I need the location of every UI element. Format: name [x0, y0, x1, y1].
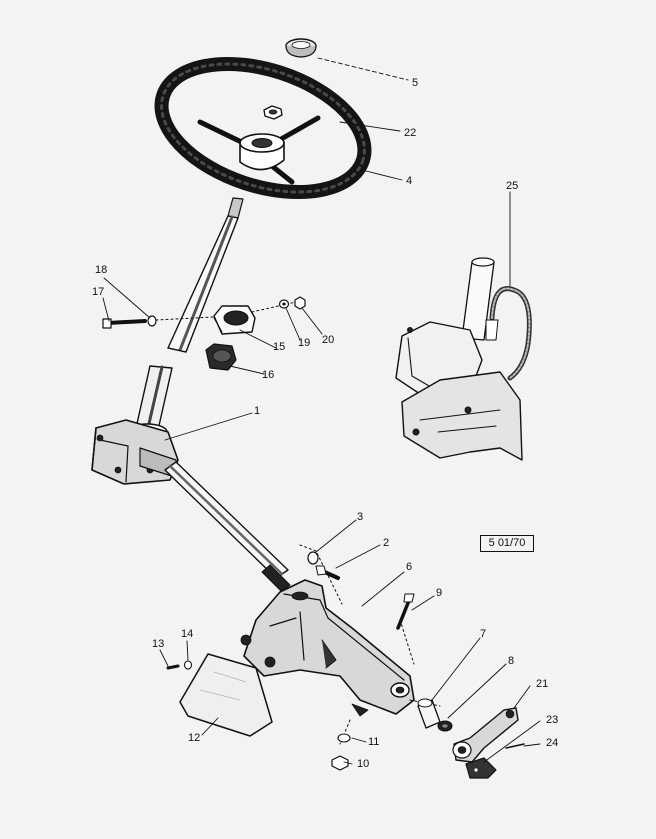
- callout-17: 17: [92, 286, 105, 298]
- drop-arm: [452, 707, 519, 763]
- steering-wheel: [154, 57, 372, 199]
- steering-wheel-cap: [285, 38, 317, 58]
- callout-19: 19: [298, 337, 311, 349]
- callout-13: 13: [152, 638, 165, 650]
- drop-arm-ball-joint: [465, 757, 497, 779]
- callout-6: 6: [406, 561, 413, 573]
- steering-box-support-bracket: [240, 579, 415, 717]
- callout-21: 21: [536, 678, 549, 690]
- callout-4: 4: [406, 175, 413, 187]
- callout-2: 2: [383, 537, 390, 549]
- callout-16: 16: [262, 369, 275, 381]
- callout-25: 25: [506, 180, 519, 192]
- steering-wheel-nut: [263, 105, 283, 120]
- callout-11: 11: [368, 736, 380, 748]
- column-bush: [205, 343, 237, 371]
- hydraulic-pipe-installation: [395, 257, 532, 461]
- callout-20: 20: [322, 334, 335, 346]
- callout-1: 1: [254, 405, 261, 417]
- leader-lines: [102, 57, 541, 765]
- cover-plate: [179, 653, 273, 737]
- steering-box: [91, 365, 291, 593]
- column-bearing-bracket: [213, 305, 256, 335]
- callout-8: 8: [508, 655, 515, 667]
- callout-5: 5: [412, 77, 419, 89]
- callout-14: 14: [181, 628, 194, 640]
- reference-code-box: 5 01/70: [480, 535, 534, 552]
- callout-22: 22: [404, 127, 417, 139]
- callout-10: 10: [357, 758, 370, 770]
- clamp-bolt: [102, 315, 157, 329]
- steering-column-shaft: [167, 197, 244, 353]
- callout-3: 3: [357, 511, 364, 523]
- callout-23: 23: [546, 714, 559, 726]
- callout-15: 15: [273, 341, 286, 353]
- callout-24: 24: [546, 737, 559, 749]
- callout-9: 9: [436, 587, 443, 599]
- callout-18: 18: [95, 264, 108, 276]
- callout-12: 12: [188, 732, 201, 744]
- callout-7: 7: [480, 628, 487, 640]
